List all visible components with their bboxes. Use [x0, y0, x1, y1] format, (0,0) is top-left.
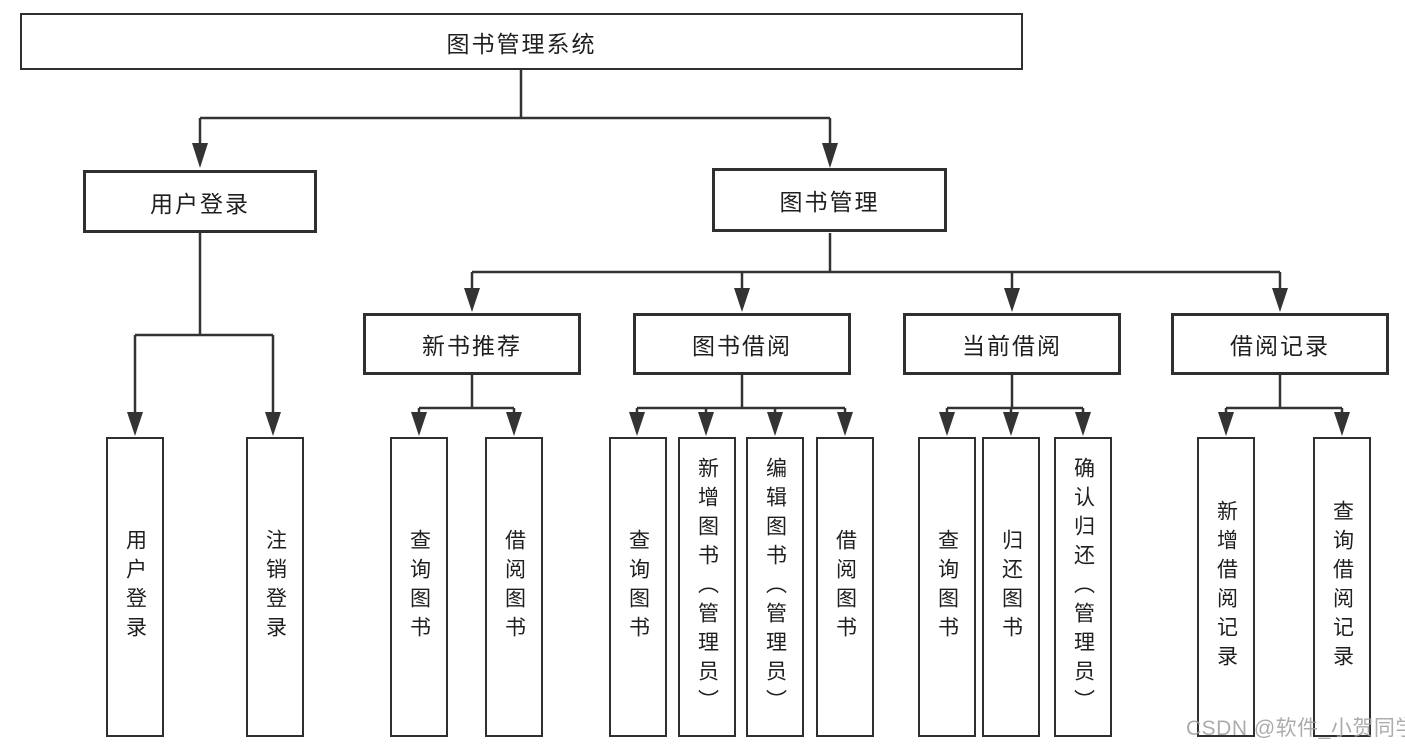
node-leaf-confirm-return-admin: 确认归还（管理员） [1054, 437, 1112, 737]
node-book-borrowing: 图书借阅 [633, 313, 851, 375]
node-label: 图书借阅 [692, 333, 792, 359]
node-label: 查询借阅记录 [1330, 500, 1354, 674]
node-label: 借阅图书 [502, 529, 526, 645]
node-leaf-user-login: 用户登录 [106, 437, 164, 737]
node-label: 确认归还（管理员） [1071, 456, 1095, 718]
node-leaf-add-borrow-record: 新增借阅记录 [1197, 437, 1255, 737]
node-leaf-logout: 注销登录 [246, 437, 304, 737]
node-label: 新增借阅记录 [1214, 500, 1238, 674]
csdn-watermark: CSDN @软件_小贺同学 [1186, 717, 1405, 740]
node-new-book-recommend: 新书推荐 [363, 313, 581, 375]
node-label: 新书推荐 [422, 333, 522, 359]
node-label: 当前借阅 [962, 333, 1062, 359]
node-leaf-borrow-books-1: 借阅图书 [485, 437, 543, 737]
node-label: 查询图书 [407, 529, 431, 645]
node-leaf-query-borrow-record: 查询借阅记录 [1313, 437, 1371, 737]
node-label: 查询图书 [626, 529, 650, 645]
node-leaf-add-books-admin: 新增图书（管理员） [678, 437, 736, 737]
node-user-login-branch: 用户登录 [83, 170, 317, 233]
node-label: 用户登录 [150, 190, 250, 217]
node-leaf-query-books-1: 查询图书 [390, 437, 448, 737]
node-label: 图书管理系统 [446, 30, 597, 57]
node-leaf-return-books: 归还图书 [982, 437, 1040, 737]
arrowhead-icons [127, 143, 1350, 436]
node-root-system: 图书管理系统 [20, 13, 1023, 70]
node-label: 新增图书（管理员） [695, 456, 719, 718]
node-leaf-borrow-books-2: 借阅图书 [816, 437, 874, 737]
node-label: 图书管理 [779, 189, 880, 215]
node-label: 查询图书 [935, 529, 959, 645]
node-leaf-query-books-3: 查询图书 [918, 437, 976, 737]
node-leaf-edit-books-admin: 编辑图书（管理员） [746, 437, 804, 737]
node-label: 归还图书 [999, 529, 1023, 645]
node-label: 借阅记录 [1230, 333, 1330, 359]
node-label: 注销登录 [263, 529, 287, 645]
node-label: 用户登录 [123, 529, 147, 645]
node-leaf-query-books-2: 查询图书 [609, 437, 667, 737]
node-current-borrowing: 当前借阅 [903, 313, 1121, 375]
node-label: 编辑图书（管理员） [763, 456, 787, 718]
node-label: 借阅图书 [833, 529, 857, 645]
node-book-management-branch: 图书管理 [712, 168, 947, 232]
node-borrowing-records: 借阅记录 [1171, 313, 1389, 375]
